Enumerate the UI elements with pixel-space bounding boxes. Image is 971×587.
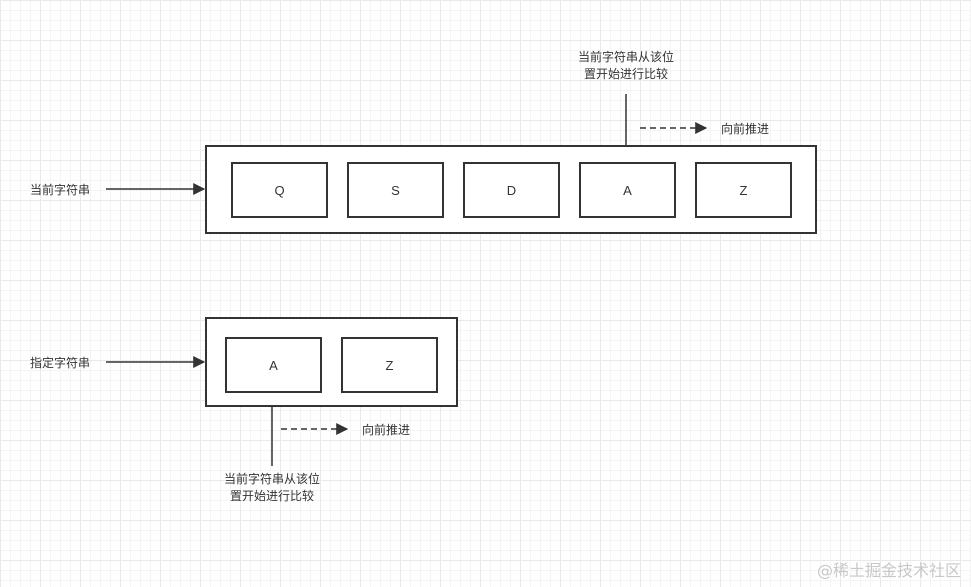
current-char-cell: Q <box>231 162 328 218</box>
current-compare-note-line2: 置开始进行比较 <box>583 67 668 81</box>
watermark: @稀土掘金技术社区 <box>816 561 961 580</box>
current-char-cell-compare-start: A <box>579 162 676 218</box>
current-char-cell: D <box>463 162 560 218</box>
target-char-cell: Z <box>341 337 438 393</box>
target-compare-note: 当前字符串从该位 置开始进行比较 <box>212 471 332 505</box>
target-char-cell-compare-start: A <box>225 337 322 393</box>
current-char-cell: S <box>347 162 444 218</box>
current-char-cell: Z <box>695 162 792 218</box>
target-compare-note-line1: 当前字符串从该位 <box>223 472 320 486</box>
target-string-label: 指定字符串 <box>30 356 91 370</box>
current-compare-note-line1: 当前字符串从该位 <box>577 50 674 64</box>
target-string-container: A Z <box>205 317 458 407</box>
current-compare-note: 当前字符串从该位 置开始进行比较 <box>566 49 686 83</box>
current-advance-label: 向前推进 <box>721 122 770 136</box>
target-compare-note-line2: 置开始进行比较 <box>229 489 314 503</box>
current-string-label: 当前字符串 <box>30 183 91 197</box>
target-advance-label: 向前推进 <box>362 423 411 437</box>
current-string-container: Q S D A Z <box>205 145 817 234</box>
